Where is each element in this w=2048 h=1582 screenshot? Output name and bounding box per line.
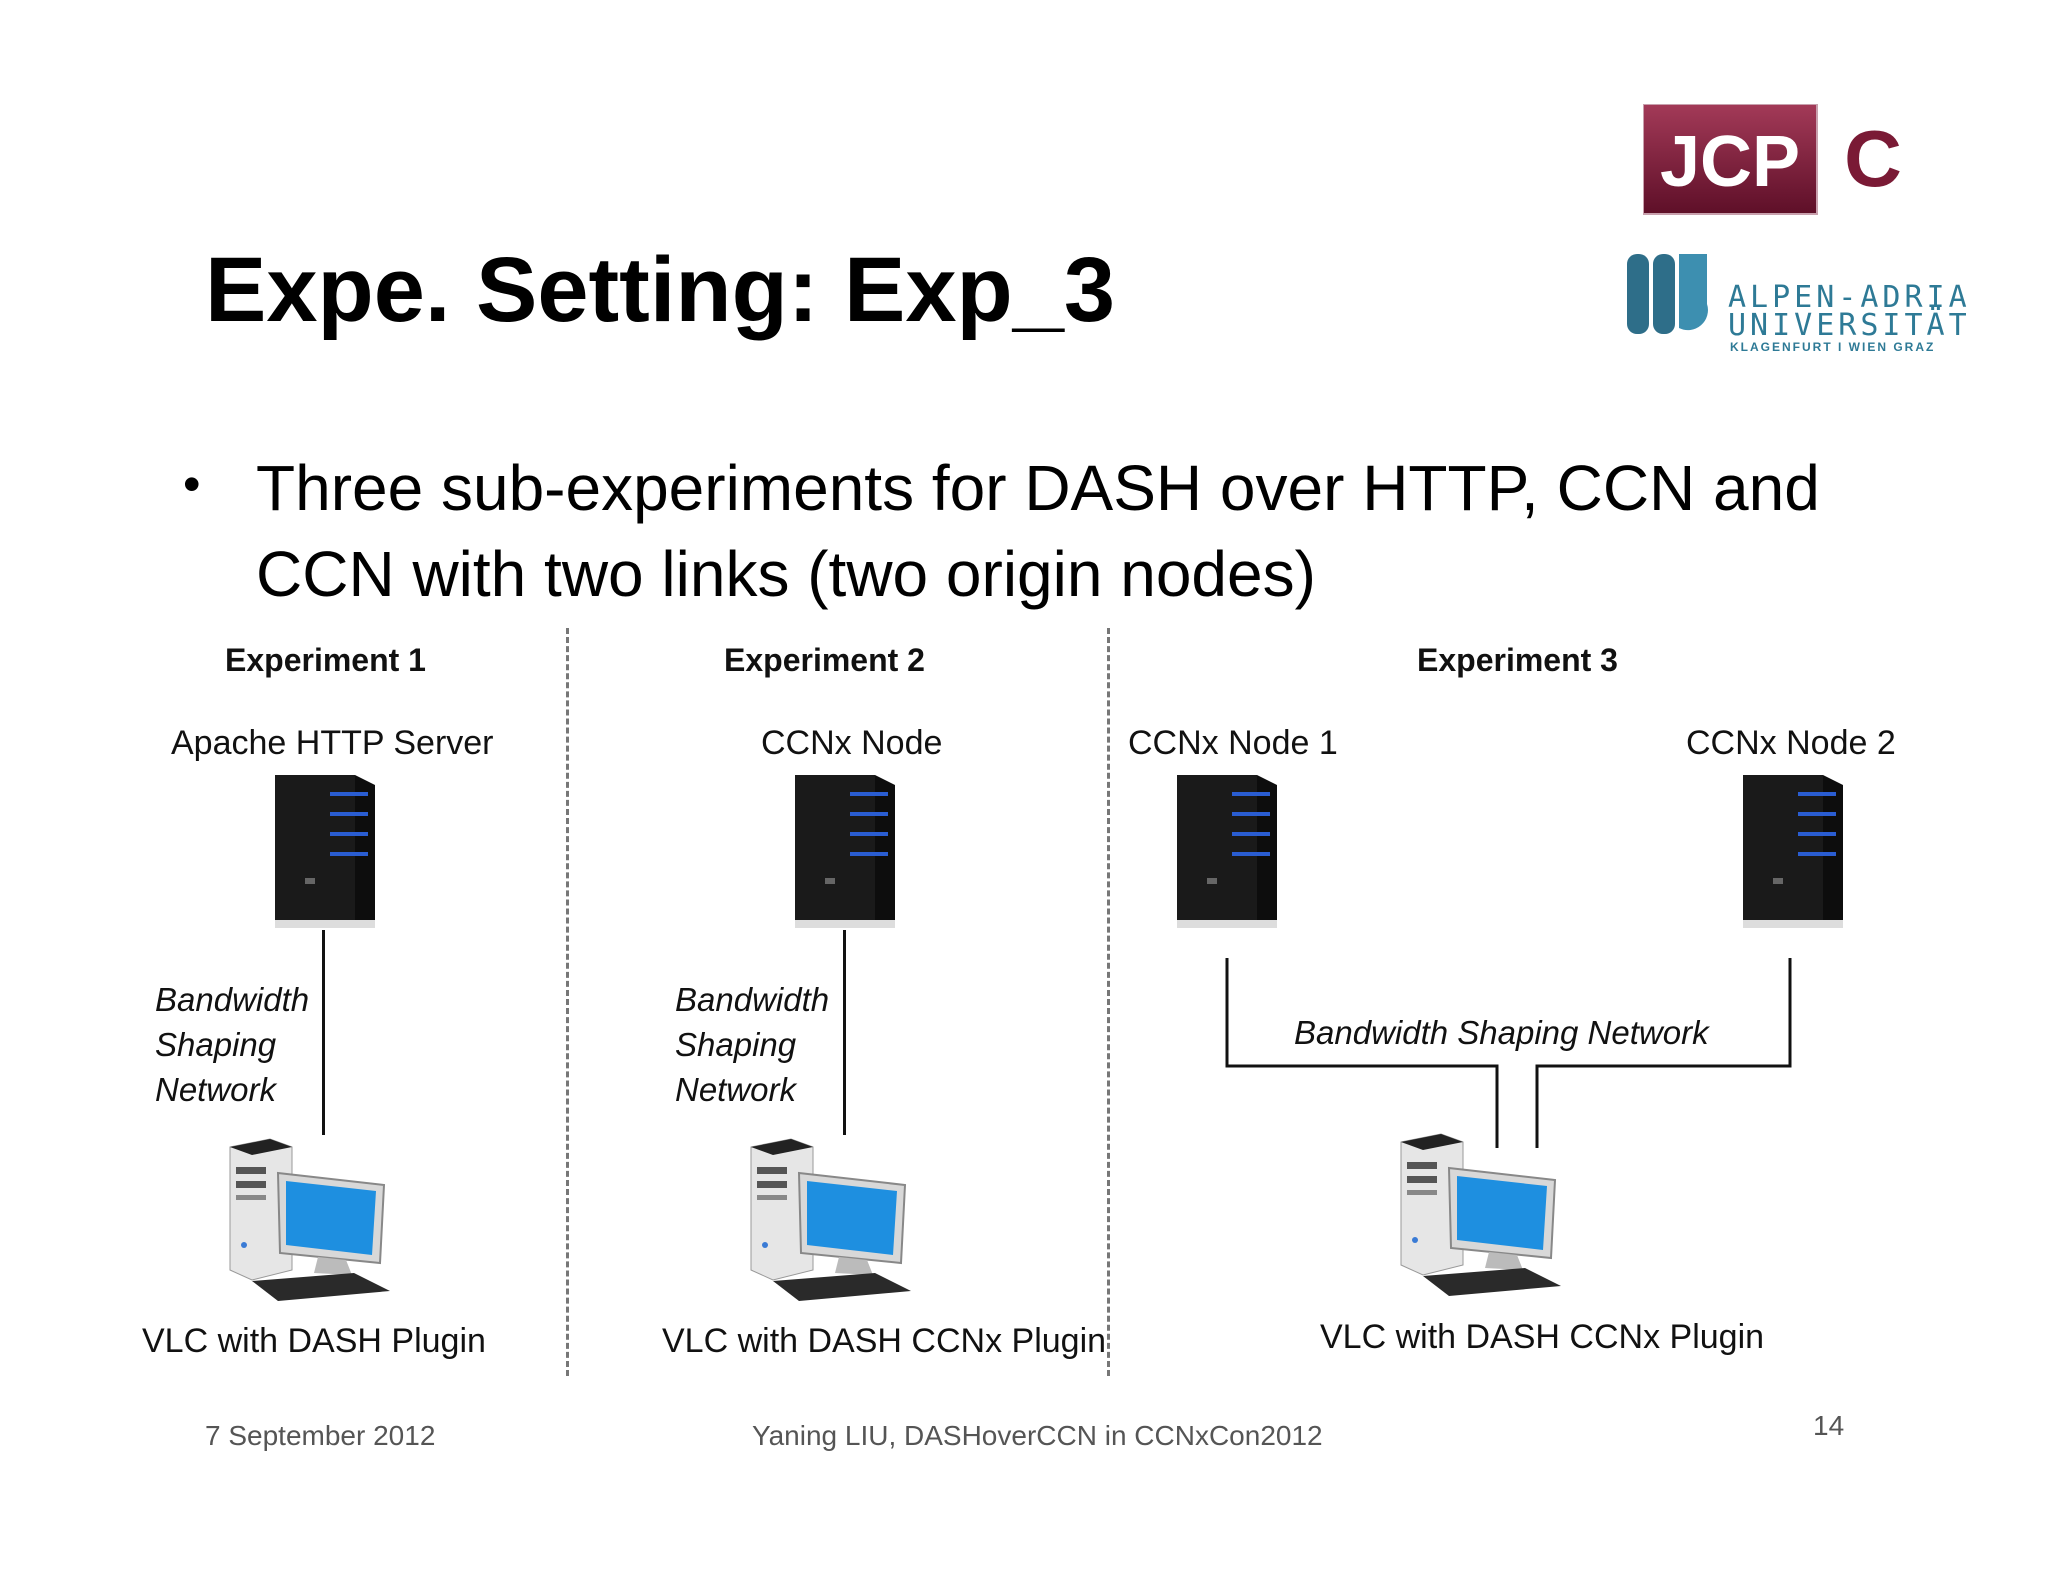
exp2-client-label: VLC with DASH CCNx Plugin	[662, 1322, 1107, 1360]
exp3-server2-label: CCNx Node 2	[1686, 724, 1896, 762]
exp3-server1-label: CCNx Node 1	[1128, 724, 1338, 762]
exp3-client-label: VLC with DASH CCNx Plugin	[1320, 1318, 1765, 1356]
exp3-title: Experiment 3	[1417, 642, 1618, 678]
exp1-link-label-1: Bandwidth	[155, 981, 310, 1018]
exp1-client-pc-icon	[229, 1138, 390, 1301]
exp3-link-label: Bandwidth Shaping Network	[1294, 1014, 1709, 1051]
exp1-link-label-3: Network	[155, 1071, 277, 1108]
exp1-server-label: Apache HTTP Server	[171, 724, 494, 762]
exp2-link-line	[843, 930, 846, 1135]
jcpc-logo: JCP C	[1642, 103, 1928, 221]
bullet-icon: •	[183, 456, 201, 512]
aau-logo-line3: KLAGENFURT I WIEN GRAZ	[1730, 340, 1936, 354]
exp3-client-pc-icon	[1400, 1133, 1561, 1296]
exp2-link-label-3: Network	[675, 1071, 797, 1108]
exp1-link-label-2: Shaping	[155, 1026, 277, 1063]
exp1-client-label: VLC with DASH Plugin	[142, 1322, 486, 1360]
exp3-server1-icon	[1177, 775, 1277, 928]
footer-date: 7 September 2012	[205, 1420, 436, 1451]
jcpc-logo-text-left: JCP	[1660, 122, 1800, 202]
aau-logo-mark	[1627, 252, 1727, 343]
exp2-title: Experiment 2	[724, 642, 925, 678]
jcpc-logo-text-right: C	[1844, 114, 1902, 203]
separator-right	[1107, 628, 1110, 1376]
aau-logo-line1: ALPEN-ADRIA	[1728, 280, 1971, 315]
exp2-server-label: CCNx Node	[761, 724, 943, 762]
separator-left	[566, 628, 569, 1376]
exp2-link-label-2: Shaping	[675, 1026, 797, 1063]
slide-title: Expe. Setting: Exp_3	[205, 239, 1116, 341]
exp1-server-icon	[275, 775, 375, 928]
exp2-client-pc-icon	[750, 1138, 911, 1301]
exp3-link-lines	[1225, 958, 1792, 1148]
exp1-link-line	[322, 930, 325, 1135]
exp2-server-icon	[795, 775, 895, 928]
footer-author: Yaning LIU, DASHoverCCN in CCNxCon2012	[752, 1420, 1323, 1451]
exp3-server2-icon	[1743, 775, 1843, 928]
footer-page-number: 14	[1813, 1410, 1845, 1441]
exp1-title: Experiment 1	[225, 642, 426, 678]
aau-logo-line2: UNIVERSITÄT	[1728, 308, 1971, 343]
bullet-text: Three sub-experiments for DASH over HTTP…	[256, 452, 1820, 610]
exp2-link-label-1: Bandwidth	[675, 981, 830, 1018]
